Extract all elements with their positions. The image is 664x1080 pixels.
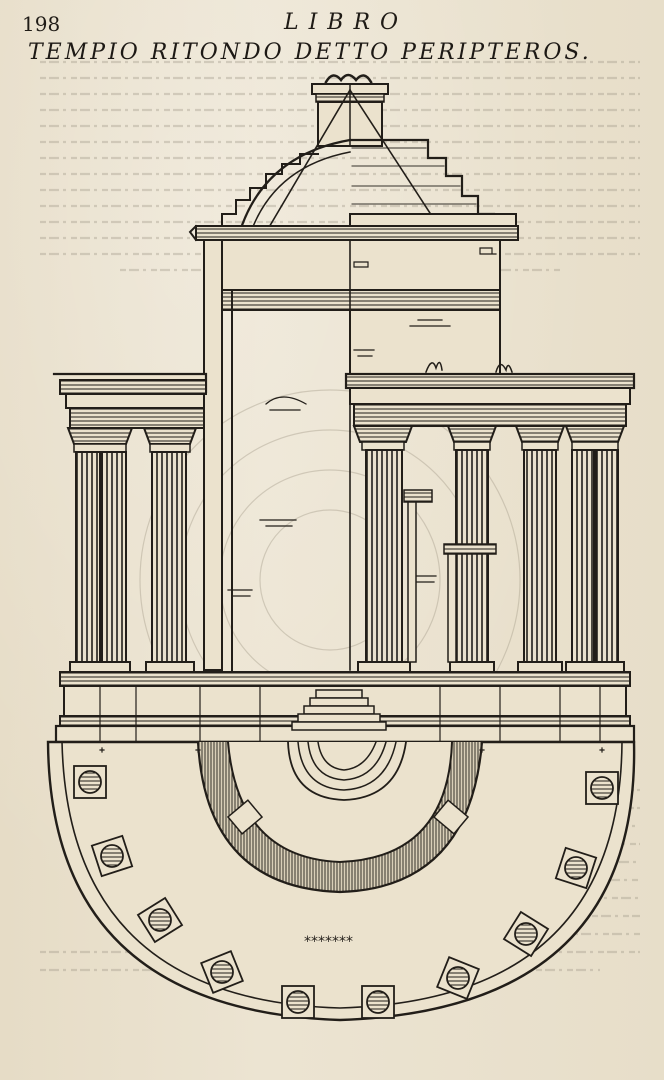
plate-title: TEMPIO RITONDO DETTO PERIPTEROS. [28,40,592,65]
column [514,425,566,673]
column [66,427,134,673]
podium [54,671,636,744]
plan-column-base [585,771,619,805]
plan-column-base [361,985,395,1019]
running-head: LIBRO [284,10,409,35]
ground-plan [46,740,636,1022]
plan-star-marks: ******* [304,934,353,950]
column [446,425,498,673]
plan-column-base [554,846,598,890]
lantern [230,73,482,292]
column [142,427,198,673]
plan-column-base [73,765,107,799]
page-number: 198 [22,12,61,36]
page-header: 198 LIBRO [22,8,642,38]
plan-column-base [435,955,481,1001]
column [564,425,626,673]
plan-column-base [90,834,134,878]
entablature [52,372,636,429]
colonnade [66,425,626,673]
plan-column-base [199,949,245,995]
drum [203,239,513,671]
plan-column-base [502,910,550,958]
plan-column-base [136,896,184,944]
column [352,425,414,673]
plan-column-base [281,985,315,1019]
